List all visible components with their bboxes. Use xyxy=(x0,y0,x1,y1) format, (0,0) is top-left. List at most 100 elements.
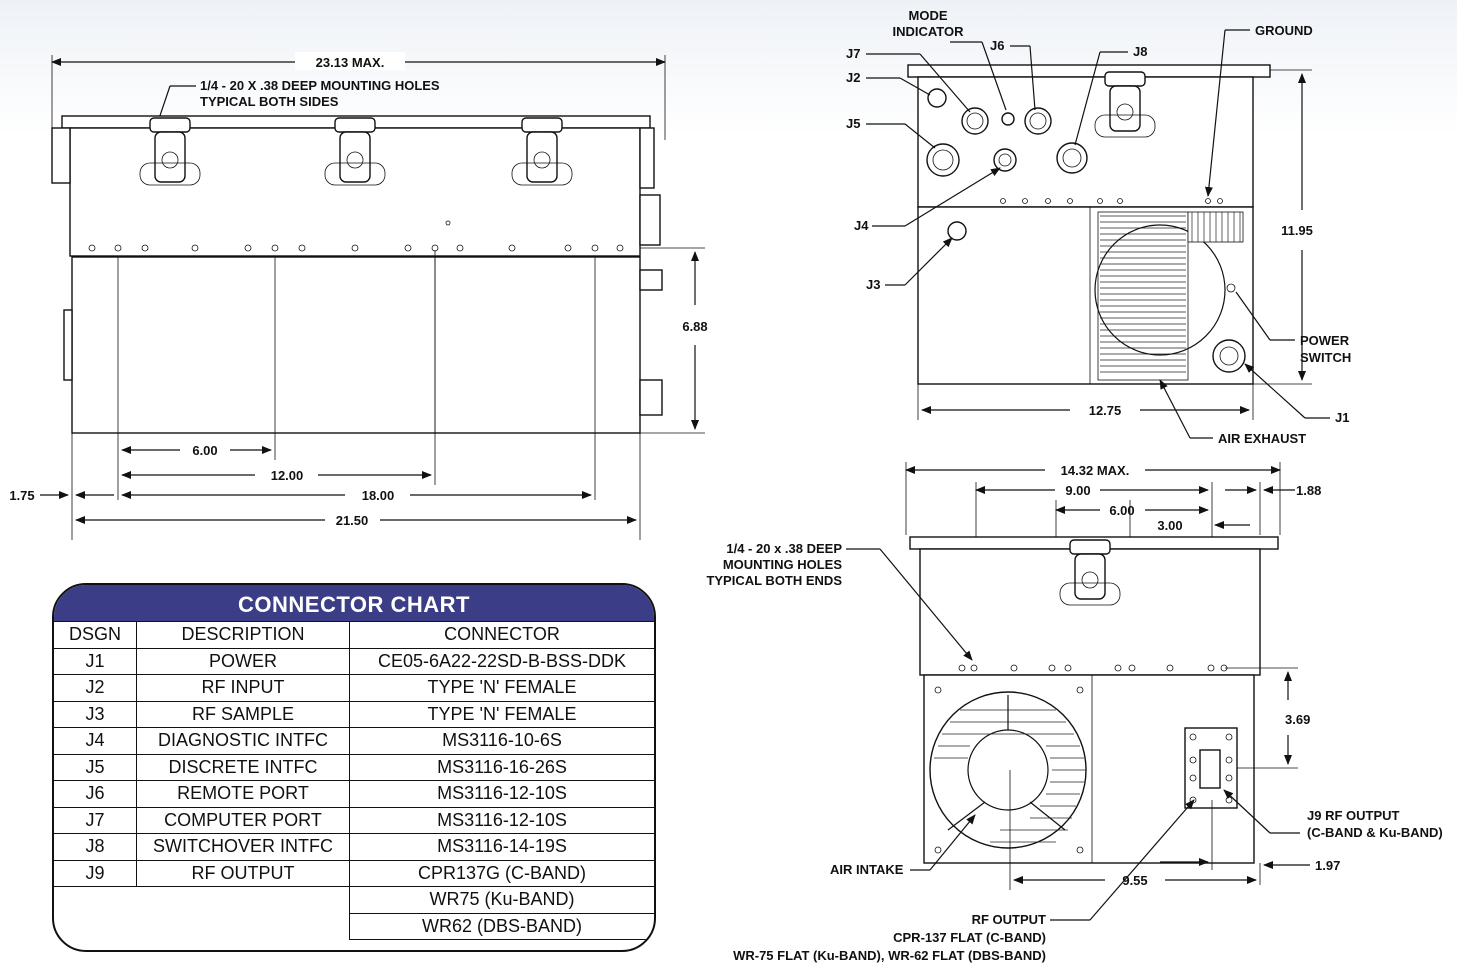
j2-label: J2 xyxy=(846,70,860,85)
cell-description: REMOTE PORT xyxy=(136,780,350,808)
connector-chart: CONNECTOR CHART DSGN DESCRIPTION CONNECT… xyxy=(52,583,656,952)
end-mounting-note-2: MOUNTING HOLES xyxy=(723,557,842,572)
dim-18-00: 18.00 xyxy=(362,488,395,503)
rf-output-flange xyxy=(1184,727,1238,809)
cell-connector: CPR137G (C-BAND) xyxy=(349,859,654,887)
cell-connector: CE05-6A22-22SD-B-BSS-DDK xyxy=(349,647,654,675)
table-row: WR62 (DBS-BAND) xyxy=(54,912,654,940)
cell-dsgn: J1 xyxy=(54,647,137,675)
cell-description: SWITCHOVER INTFC xyxy=(136,833,350,861)
end-dim-9-55: 9.55 xyxy=(1122,873,1147,888)
cell-dsgn: J3 xyxy=(54,700,137,728)
end-dim-1-97: 1.97 xyxy=(1315,858,1340,873)
cell-description: DIAGNOSTIC INTFC xyxy=(136,727,350,755)
rf-output-label-1: RF OUTPUT xyxy=(972,912,1046,927)
top-view: 23.13 MAX. 1/4 - 20 X .38 DEEP MOUNTING … xyxy=(9,52,708,540)
j6-label: J6 xyxy=(990,38,1004,53)
power-switch-label-2: SWITCH xyxy=(1300,350,1351,365)
cell-dsgn: J4 xyxy=(54,727,137,755)
air-exhaust-label: AIR EXHAUST xyxy=(1218,431,1306,446)
end-dim-3-69: 3.69 xyxy=(1285,712,1310,727)
header-connector: CONNECTOR xyxy=(349,622,654,649)
dim-6-00: 6.00 xyxy=(192,443,217,458)
dim-21-50: 21.50 xyxy=(336,513,369,528)
overall-length-label: 23.13 MAX. xyxy=(316,55,385,70)
cell-description: RF INPUT xyxy=(136,674,350,702)
cell-connector: WR75 (Ku-BAND) xyxy=(349,886,654,914)
dim-12-00: 12.00 xyxy=(271,468,304,483)
j5-label: J5 xyxy=(846,116,860,131)
mode-indicator-label-2: INDICATOR xyxy=(892,24,964,39)
end-dim-9-00: 9.00 xyxy=(1065,483,1090,498)
cell-blank xyxy=(54,886,350,913)
cell-description: RF OUTPUT xyxy=(136,859,350,887)
end-mounting-note-3: TYPICAL BOTH ENDS xyxy=(706,573,842,588)
cell-connector: MS3116-12-10S xyxy=(349,780,654,808)
height-dim-label: 6.88 xyxy=(682,319,707,334)
j8-label: J8 xyxy=(1133,44,1147,59)
cell-connector: MS3116-16-26S xyxy=(349,753,654,781)
end-view: 14.32 MAX. 9.00 6.00 3.00 1.88 xyxy=(706,462,1443,963)
cell-dsgn: J6 xyxy=(54,780,137,808)
power-switch-label-1: POWER xyxy=(1300,333,1350,348)
cell-description: COMPUTER PORT xyxy=(136,806,350,834)
connector-chart-title: CONNECTOR CHART xyxy=(54,585,654,622)
handle-1 xyxy=(139,117,201,186)
intake-fan xyxy=(929,691,1087,849)
end-overall-width-label: 14.32 MAX. xyxy=(1061,463,1130,478)
end-dim-1-88: 1.88 xyxy=(1296,483,1321,498)
cell-connector: MS3116-12-10S xyxy=(349,806,654,834)
j9-rf-output-label-2: (C-BAND & Ku-BAND) xyxy=(1307,825,1443,840)
header-description: DESCRIPTION xyxy=(136,622,350,649)
handle-3 xyxy=(511,117,573,186)
j7-label: J7 xyxy=(846,46,860,61)
dim-1-75: 1.75 xyxy=(9,488,34,503)
cell-dsgn: J9 xyxy=(54,859,137,887)
rf-output-label-3: WR-75 FLAT (Ku-BAND), WR-62 FLAT (DBS-BA… xyxy=(733,948,1046,963)
mounting-note-2: TYPICAL BOTH SIDES xyxy=(200,94,339,109)
end-dim-3-00: 3.00 xyxy=(1157,518,1182,533)
cell-dsgn: J5 xyxy=(54,753,137,781)
handle-2 xyxy=(324,117,386,186)
table-row: WR75 (Ku-BAND) xyxy=(54,886,654,914)
table-header-row: DSGN DESCRIPTION CONNECTOR xyxy=(54,622,654,649)
cell-blank xyxy=(54,913,350,940)
side-view: MODE INDICATOR GROUND J7 J6 J8 J2 J5 J4 … xyxy=(846,8,1351,446)
cell-dsgn: J8 xyxy=(54,833,137,861)
j3-label: J3 xyxy=(866,277,880,292)
mounting-note-1: 1/4 - 20 X .38 DEEP MOUNTING HOLES xyxy=(200,78,440,93)
j4-label: J4 xyxy=(854,218,869,233)
cell-connector: MS3116-14-19S xyxy=(349,833,654,861)
j1-label: J1 xyxy=(1335,410,1349,425)
mode-indicator-label-1: MODE xyxy=(909,8,948,23)
exhaust-grille xyxy=(1094,211,1244,381)
cell-connector: TYPE 'N' FEMALE xyxy=(349,700,654,728)
rf-output-label-2: CPR-137 FLAT (C-BAND) xyxy=(893,930,1046,945)
side-width-label: 12.75 xyxy=(1089,403,1122,418)
cell-connector: MS3116-10-6S xyxy=(349,727,654,755)
cell-description: POWER xyxy=(136,647,350,675)
ground-label: GROUND xyxy=(1255,23,1313,38)
cell-connector: TYPE 'N' FEMALE xyxy=(349,674,654,702)
cell-connector: WR62 (DBS-BAND) xyxy=(349,912,654,940)
end-dim-6-00: 6.00 xyxy=(1109,503,1134,518)
header-dsgn: DSGN xyxy=(54,622,137,649)
end-mounting-note-1: 1/4 - 20 x .38 DEEP xyxy=(726,541,842,556)
cell-description: RF SAMPLE xyxy=(136,700,350,728)
cell-dsgn: J2 xyxy=(54,674,137,702)
j9-rf-output-label-1: J9 RF OUTPUT xyxy=(1307,808,1400,823)
cell-description: DISCRETE INTFC xyxy=(136,753,350,781)
cell-dsgn: J7 xyxy=(54,806,137,834)
side-height-label: 11.95 xyxy=(1281,223,1313,238)
